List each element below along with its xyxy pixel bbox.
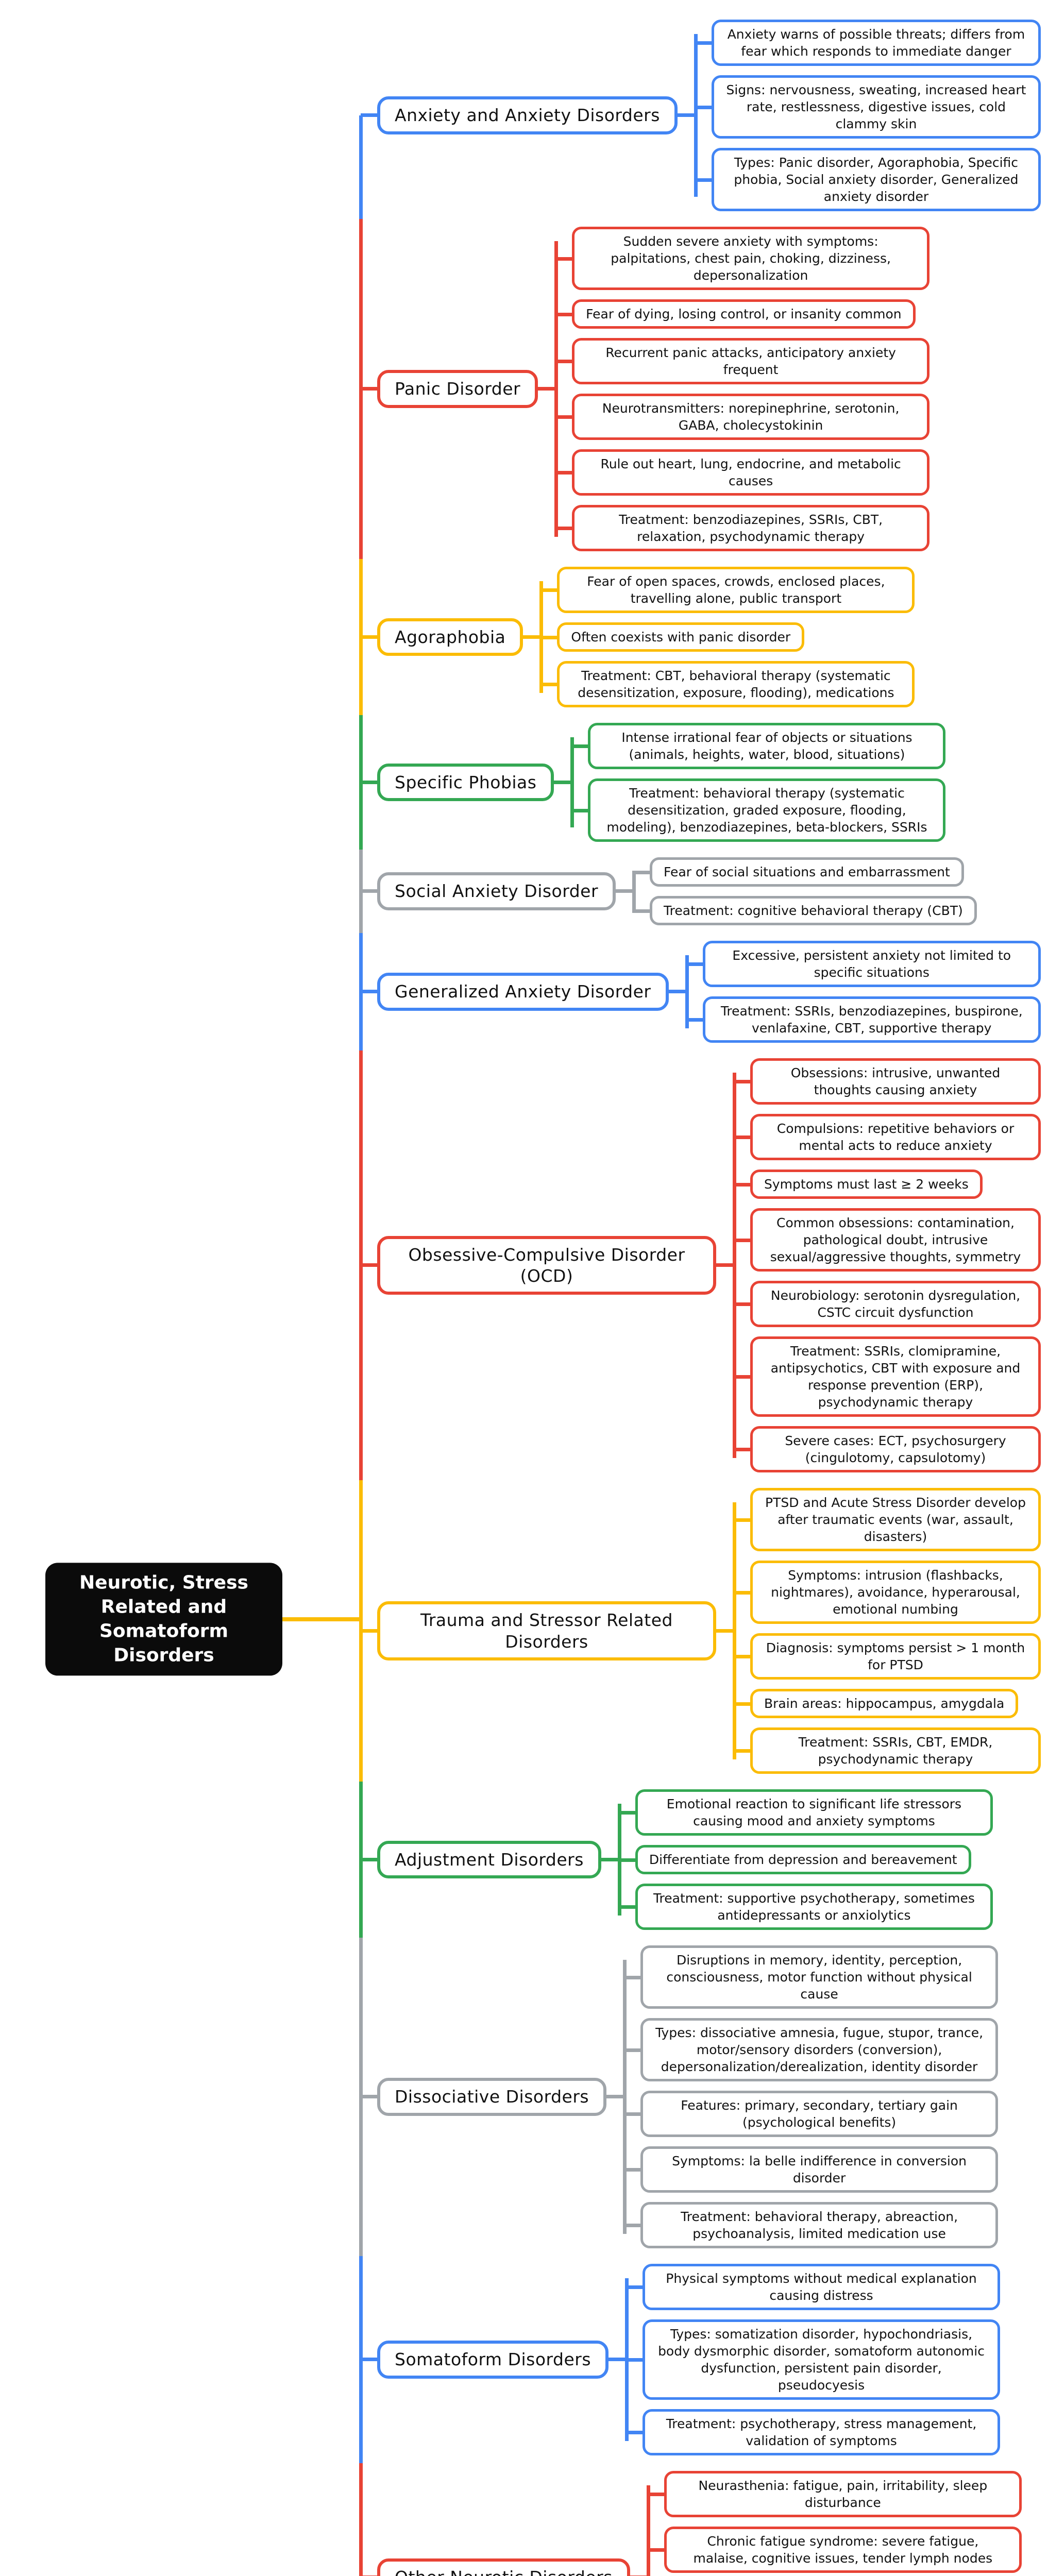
branch-label: Social Anxiety Disorder bbox=[377, 872, 616, 910]
leaf-group: Intense irrational fear of objects or si… bbox=[554, 722, 946, 843]
leaf-node: Treatment: SSRIs, benzodiazepines, buspi… bbox=[685, 996, 1041, 1043]
leaf-node: Treatment: benzodiazepines, SSRIs, CBT, … bbox=[554, 505, 930, 551]
branch-specific-phobias: Specific Phobias Intense irrational fear… bbox=[359, 715, 1041, 850]
leaf-node: Diagnosis: symptoms persist > 1 month fo… bbox=[733, 1633, 1041, 1680]
branch-dissociative: Dissociative Disorders Disruptions in me… bbox=[359, 1938, 1041, 2256]
leaf-group: Disruptions in memory, identity, percept… bbox=[606, 1944, 999, 2249]
leaf-node: Treatment: psychotherapy, stress managem… bbox=[625, 2409, 1001, 2455]
leaf-node: Symptoms: la belle indifference in conve… bbox=[623, 2146, 999, 2193]
leaf-group: Obsessions: intrusive, unwanted thoughts… bbox=[716, 1057, 1041, 1473]
branch-label: Trauma and Stressor Related Disorders bbox=[377, 1601, 716, 1660]
leaf-node: Treatment: cognitive behavioral therapy … bbox=[632, 896, 977, 925]
branch-label: Panic Disorder bbox=[377, 370, 538, 408]
branch-label: Obsessive-Compulsive Disorder (OCD) bbox=[377, 1235, 716, 1295]
branch-generalized-anxiety: Generalized Anxiety Disorder Excessive, … bbox=[359, 933, 1041, 1050]
branch-other-neurotic: Other Neurotic Disorders Neurasthenia: f… bbox=[359, 2463, 1041, 2576]
branch-tree: Anxiety and Anxiety Disorders Anxiety wa… bbox=[45, 0, 1041, 2576]
leaf-node: Treatment: supportive psychotherapy, som… bbox=[617, 1884, 993, 1930]
branch-label: Other Neurotic Disorders bbox=[377, 2558, 630, 2576]
leaf-node: Physical symptoms without medical explan… bbox=[625, 2264, 1001, 2310]
branch-label: Somatoform Disorders bbox=[377, 2341, 609, 2379]
branch-anxiety-disorders: Anxiety and Anxiety Disorders Anxiety wa… bbox=[359, 19, 1041, 219]
leaf-group: Fear of social situations and embarrassm… bbox=[616, 856, 977, 926]
leaf-node: Symptoms must last ≥ 2 weeks bbox=[733, 1170, 983, 1199]
leaf-node: Treatment: CBT, behavioral therapy (syst… bbox=[539, 661, 915, 707]
leaf-group: Emotional reaction to significant life s… bbox=[601, 1788, 993, 1931]
leaf-node: Treatment: behavioral therapy (systemati… bbox=[570, 778, 946, 842]
branch-label: Adjustment Disorders bbox=[377, 1840, 601, 1879]
leaf-node: Types: dissociative amnesia, fugue, stup… bbox=[623, 2018, 999, 2081]
branch-adjustment: Adjustment Disorders Emotional reaction … bbox=[359, 1782, 1041, 1938]
leaf-node: Compulsions: repetitive behaviors or men… bbox=[733, 1114, 1041, 1160]
leaf-node: Anxiety warns of possible threats; diffe… bbox=[694, 20, 1041, 66]
leaf-node: Treatment: SSRIs, clomipramine, antipsyc… bbox=[733, 1336, 1041, 1417]
leaf-node: Brain areas: hippocampus, amygdala bbox=[732, 1689, 1019, 1718]
leaf-node: PTSD and Acute Stress Disorder develop a… bbox=[733, 1488, 1041, 1551]
leaf-group: PTSD and Acute Stress Disorder develop a… bbox=[716, 1487, 1041, 1775]
leaf-node: Severe cases: ECT, psychosurgery (cingul… bbox=[733, 1426, 1041, 1472]
leaf-node: Differentiate from depression and bereav… bbox=[617, 1845, 971, 1874]
leaf-node: Recurrent panic attacks, anticipatory an… bbox=[554, 338, 930, 384]
leaf-node: Often coexists with panic disorder bbox=[539, 622, 805, 652]
branch-somatoform: Somatoform Disorders Physical symptoms w… bbox=[359, 2256, 1041, 2463]
leaf-node: Fear of dying, losing control, or insani… bbox=[554, 299, 916, 329]
branch-ocd: Obsessive-Compulsive Disorder (OCD) Obse… bbox=[359, 1050, 1041, 1480]
leaf-node: Signs: nervousness, sweating, increased … bbox=[694, 75, 1041, 139]
branch-trauma-stressor: Neurotic, Stress Related and Somatoform … bbox=[45, 1480, 1041, 1782]
branch-agoraphobia: Agoraphobia Fear of open spaces, crowds,… bbox=[359, 559, 1041, 715]
leaf-node: Types: somatization disorder, hypochondr… bbox=[625, 2319, 1001, 2400]
central-topic: Neurotic, Stress Related and Somatoform … bbox=[45, 1563, 282, 1676]
branch-social-anxiety: Social Anxiety Disorder Fear of social s… bbox=[359, 850, 1041, 933]
leaf-node: Treatment: behavioral therapy, abreactio… bbox=[623, 2202, 999, 2248]
leaf-node: Fear of open spaces, crowds, enclosed pl… bbox=[539, 567, 915, 613]
leaf-group: Anxiety warns of possible threats; diffe… bbox=[677, 19, 1041, 212]
leaf-node: Chronic fatigue syndrome: severe fatigue… bbox=[646, 2527, 1022, 2573]
leaf-node: Neurobiology: serotonin dysregulation, C… bbox=[733, 1281, 1041, 1327]
leaf-group: Fear of open spaces, crowds, enclosed pl… bbox=[523, 566, 915, 708]
central-connector bbox=[266, 1617, 361, 1622]
branch-panic-disorder: Panic Disorder Sudden severe anxiety wit… bbox=[359, 219, 1041, 559]
leaf-node: Obsessions: intrusive, unwanted thoughts… bbox=[733, 1058, 1041, 1105]
leaf-node: Rule out heart, lung, endocrine, and met… bbox=[554, 449, 930, 496]
leaf-group: Physical symptoms without medical explan… bbox=[608, 2263, 1001, 2456]
branch-label: Specific Phobias bbox=[377, 763, 554, 802]
leaf-node: Neurotransmitters: norepinephrine, serot… bbox=[554, 394, 930, 440]
branch-label: Anxiety and Anxiety Disorders bbox=[377, 96, 678, 134]
leaf-node: Treatment: SSRIs, CBT, EMDR, psychodynam… bbox=[733, 1727, 1041, 1774]
leaf-node: Fear of social situations and embarrassm… bbox=[632, 857, 964, 887]
leaf-node: Sudden severe anxiety with symptoms: pal… bbox=[554, 227, 930, 290]
leaf-group: Excessive, persistent anxiety not limite… bbox=[668, 940, 1041, 1044]
leaf-node: Features: primary, secondary, tertiary g… bbox=[623, 2091, 999, 2137]
leaf-group: Neurasthenia: fatigue, pain, irritabilit… bbox=[630, 2470, 1022, 2576]
branch-label: Generalized Anxiety Disorder bbox=[377, 973, 669, 1011]
leaf-node: Emotional reaction to significant life s… bbox=[617, 1789, 993, 1836]
leaf-node: Symptoms: intrusion (flashbacks, nightma… bbox=[733, 1561, 1041, 1624]
leaf-node: Intense irrational fear of objects or si… bbox=[570, 723, 946, 769]
leaf-node: Types: Panic disorder, Agoraphobia, Spec… bbox=[694, 148, 1041, 211]
leaf-node: Neurasthenia: fatigue, pain, irritabilit… bbox=[646, 2471, 1022, 2517]
leaf-node: Excessive, persistent anxiety not limite… bbox=[685, 941, 1041, 987]
leaf-group: Sudden severe anxiety with symptoms: pal… bbox=[538, 226, 930, 552]
leaf-node: Common obsessions: contamination, pathol… bbox=[733, 1208, 1041, 1272]
branch-label: Dissociative Disorders bbox=[377, 2078, 607, 2116]
leaf-node: Disruptions in memory, identity, percept… bbox=[623, 1945, 999, 2009]
branch-label: Agoraphobia bbox=[377, 618, 523, 656]
